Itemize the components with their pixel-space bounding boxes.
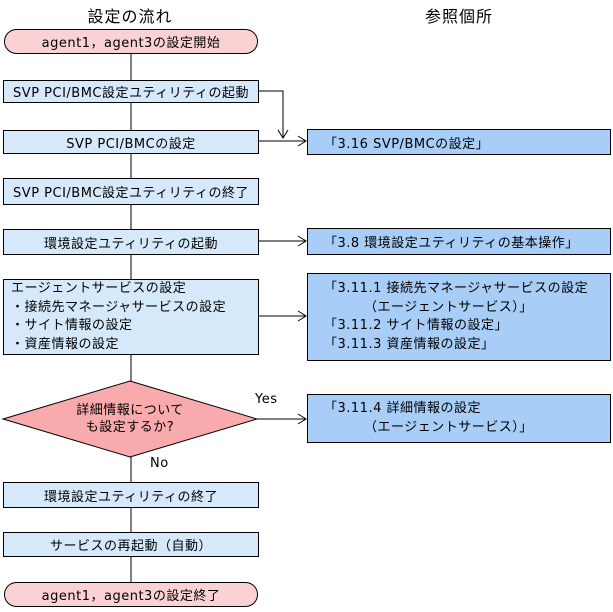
step-label: SVP PCI/BMC設定ユティリティの起動 [13,86,249,101]
column-header-reference: 参照個所 [424,7,493,26]
step-label: SVP PCI/BMC設定ユティリティの終了 [13,186,249,201]
reference-line: 「3.11.2 サイト情報の設定」 [324,318,508,333]
edge-label-no: No [150,456,169,471]
reference-line: 「3.11.3 資産情報の設定」 [324,336,495,352]
reference-line: 「3.11.1 接続先マネージャサービスの設定 [324,281,589,296]
start-terminal-label: agent1，agent3の設定開始 [41,36,221,51]
arrowhead-right-icon [297,413,307,425]
step-service-restart: サービスの再起動（自動） [3,532,259,557]
step-line: エージェントサービスの設定 [11,281,187,296]
reference-agent-settings: 「3.11.1 接続先マネージャサービスの設定 （エージェントサービス）」 「3… [307,273,611,361]
arrowhead-right-icon [297,310,307,322]
step-svp-util-start: SVP PCI/BMC設定ユティリティの起動 [3,80,259,103]
step-line: ・資産情報の設定 [11,336,120,352]
reference-svp-bmc: 「3.16 SVP/BMCの設定」 [307,129,611,155]
step-label: 環境設定ユティリティの終了 [44,489,218,505]
connector-svp-util-down [259,90,284,137]
step-env-util-end: 環境設定ユティリティの終了 [3,482,259,508]
reference-detail-settings: 「3.11.4 詳細情報の設定 （エージェントサービス）」 [307,394,611,443]
end-terminal: agent1，agent3の設定終了 [4,582,258,607]
end-terminal-label: agent1，agent3の設定終了 [41,589,221,604]
arrowhead-right-icon [297,135,307,147]
reference-label: 「3.8 環境設定ユティリティの基本操作」 [324,236,579,251]
reference-line: 「3.11.4 詳細情報の設定 [324,401,481,416]
arrowhead-down-icon [277,129,289,139]
arrowhead-right-icon [297,235,307,247]
edge-label-yes: Yes [255,392,278,407]
decision-line: 詳細情報について [76,403,184,418]
reference-env-basic: 「3.8 環境設定ユティリティの基本操作」 [307,228,611,255]
step-label: サービスの再起動（自動） [49,539,212,554]
start-terminal: agent1，agent3の設定開始 [4,29,258,54]
step-env-util-start: 環境設定ユティリティの起動 [3,229,259,255]
step-line: ・サイト情報の設定 [11,318,133,333]
step-svp-util-end: SVP PCI/BMC設定ユティリティの終了 [3,178,259,205]
decision-diamond [1,380,259,458]
reference-line: （エージェントサービス）」 [364,419,533,435]
decision-label: 詳細情報について も設定するか? [30,394,230,444]
reference-label: 「3.16 SVP/BMCの設定」 [324,136,490,152]
reference-line: （エージェントサービス）」 [364,299,533,315]
decision-line: も設定するか? [85,420,175,435]
step-label: 環境設定ユティリティの起動 [44,236,218,252]
step-line: ・接続先マネージャサービスの設定 [11,299,227,315]
step-agent-service: エージェントサービスの設定 ・接続先マネージャサービスの設定 ・サイト情報の設定… [3,279,259,355]
step-svp-config: SVP PCI/BMCの設定 [3,130,259,154]
step-label: SVP PCI/BMCの設定 [66,136,196,152]
column-header-flow: 設定の流れ [87,7,173,26]
